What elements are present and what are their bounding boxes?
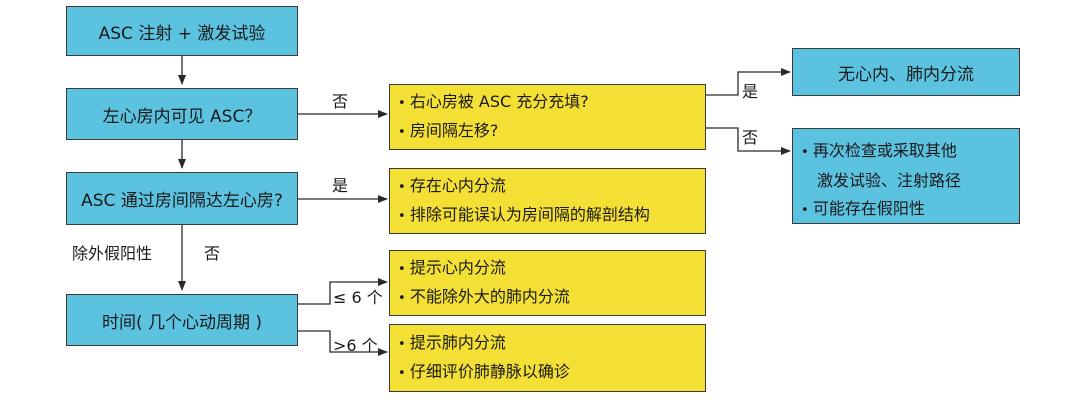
start-node: ASC 注射 + 激发试验 bbox=[66, 6, 298, 56]
q1-no-item-1: 右心房被 ASC 充分充填? bbox=[398, 88, 705, 117]
q2-node: ASC 通过房间隔达左心房? bbox=[66, 172, 298, 225]
result-yes-text: 无心内、肺内分流 bbox=[838, 64, 974, 85]
q2-yes-box: 存在心内分流 排除可能误认为房间隔的解剖结构 bbox=[389, 168, 706, 234]
q3-node-text: 时间( 几个心动周期 ) bbox=[101, 312, 263, 333]
result-no-item-1-cont: 激发试验、注射路径 bbox=[817, 171, 962, 190]
label-q3-le6: ≤ 6 个 bbox=[333, 288, 383, 307]
arrow-check-yes bbox=[706, 68, 791, 96]
q3-gt6-item-2: 仔细评价肺静脉以确诊 bbox=[398, 358, 705, 387]
q3-le6-item-1: 提示心内分流 bbox=[398, 254, 705, 283]
arrow-q3-le6 bbox=[298, 278, 388, 305]
arrow-check-no bbox=[706, 127, 791, 155]
label-check-no: 否 bbox=[742, 128, 759, 147]
q1-node-text: 左心房内可见 ASC？ bbox=[102, 106, 262, 127]
label-q1-no: 否 bbox=[332, 92, 349, 111]
label-q2-yes: 是 bbox=[332, 176, 349, 195]
label-check-yes: 是 bbox=[742, 82, 759, 101]
q2-yes-item-2: 排除可能误认为房间隔的解剖结构 bbox=[398, 201, 705, 230]
q2-yes-item-1: 存在心内分流 bbox=[398, 172, 705, 201]
q3-le6-box: 提示心内分流 不能除外大的肺内分流 bbox=[389, 250, 706, 316]
result-yes-box: 无心内、肺内分流 bbox=[792, 48, 1020, 96]
q3-le6-item-2: 不能除外大的肺内分流 bbox=[398, 283, 705, 312]
label-q3-gt6: >6 个 bbox=[333, 336, 378, 355]
q3-gt6-item-1: 提示肺内分流 bbox=[398, 329, 705, 358]
q1-no-item-2: 房间隔左移? bbox=[398, 117, 705, 146]
start-node-text: ASC 注射 + 激发试验 bbox=[98, 23, 266, 44]
result-no-item-1: 再次检查或采取其他 bbox=[801, 137, 1019, 167]
q3-gt6-box: 提示肺内分流 仔细评价肺静脉以确诊 bbox=[389, 324, 706, 392]
label-q2-no: 否 bbox=[204, 244, 221, 263]
result-no-item-2: 可能存在假阳性 bbox=[801, 195, 1019, 225]
q1-no-box: 右心房被 ASC 充分充填? 房间隔左移? bbox=[389, 84, 706, 150]
label-q2-note: 除外假阳性 bbox=[72, 244, 153, 263]
q3-node: 时间( 几个心动周期 ) bbox=[66, 294, 298, 346]
q2-node-text: ASC 通过房间隔达左心房? bbox=[81, 191, 283, 211]
arrow-q3-gt6 bbox=[298, 330, 388, 356]
result-no-box: 再次检查或采取其他 激发试验、注射路径 可能存在假阳性 bbox=[792, 128, 1020, 224]
q1-node: 左心房内可见 ASC？ bbox=[66, 88, 298, 140]
